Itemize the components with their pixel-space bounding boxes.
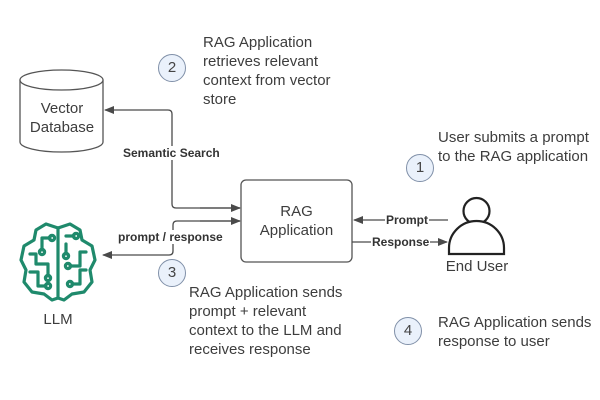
step-1-line: User submits a prompt [438,129,589,146]
step-1-line: to the RAG application [438,148,589,165]
vector-database-label-line2: Database [29,119,95,136]
step-1-description: User submits a prompt to the RAG applica… [438,128,589,166]
rag-application-label-line1: RAG [280,203,313,220]
rag-application-box [240,179,353,263]
step-4-line: response to user [438,333,550,350]
step-4-line: RAG Application sends [438,314,592,331]
response-label: Response [371,235,431,249]
rag-application-label-line2: Application [259,222,334,239]
step-badge-2: 2 [158,54,186,82]
step-3-line: context to the LLM and [189,322,342,339]
step-3-line: receives response [189,341,311,358]
step-4-description: RAG Application sends response to user [438,313,591,351]
step-2-line: store [203,91,237,108]
rag-application-label: RAG Application [241,202,352,240]
step-3-description: RAG Application sends prompt + relevant … [189,283,342,359]
step-3-line: RAG Application sends [189,284,343,301]
step-2-line: context from vector [203,72,331,89]
semantic-search-label: Semantic Search [122,146,221,160]
end-user-label: End User [445,258,509,275]
step-2-description: RAG Application retrieves relevant conte… [203,33,331,109]
brain-circuit-icon [19,222,97,302]
cylinder-database-icon [19,69,104,153]
step-badge-1: 1 [406,154,434,182]
step-badge-3: 3 [158,259,186,287]
step-2-line: RAG Application [203,34,313,51]
llm-label: LLM [43,311,73,328]
vector-database-label: Vector Database [20,99,104,137]
prompt-label: Prompt [385,213,429,227]
step-2-line: retrieves relevant [203,53,319,70]
step-badge-4: 4 [394,317,422,345]
user-icon [447,196,506,256]
vector-database-label-line1: Vector [40,100,84,117]
prompt-response-label: prompt / response [117,230,224,244]
step-3-line: prompt + relevant [189,303,307,320]
